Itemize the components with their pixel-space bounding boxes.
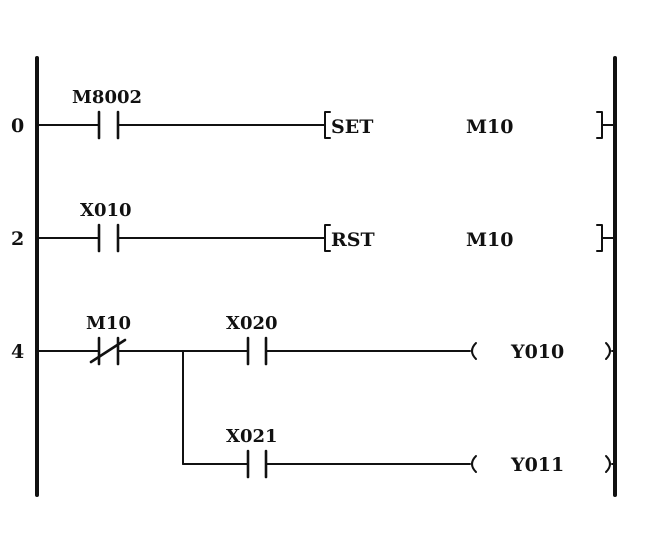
step-number: 2 bbox=[11, 228, 24, 250]
rung-2: 2 X010 RST M10 bbox=[11, 200, 616, 253]
coil-close-bracket bbox=[605, 342, 611, 360]
instruction-open-bracket bbox=[324, 111, 331, 139]
rung-0: 0 M8002 SET M10 bbox=[11, 87, 616, 140]
contact-label: X021 bbox=[226, 426, 278, 447]
step-number: 0 bbox=[11, 115, 24, 137]
instruction-opcode: SET bbox=[331, 116, 373, 138]
normally-open-contact-icon bbox=[246, 449, 268, 479]
normally-open-contact-icon bbox=[246, 336, 268, 366]
normally-open-contact-icon bbox=[97, 223, 120, 253]
normally-open-contact-icon bbox=[97, 110, 120, 140]
contact-label: M10 bbox=[86, 313, 131, 334]
contact-label: M8002 bbox=[72, 87, 142, 108]
rung-4: 4 M10 X020 Y010 bbox=[11, 313, 616, 366]
instruction-opcode: RST bbox=[331, 229, 375, 251]
coil-close-bracket bbox=[605, 455, 611, 473]
instruction-operand: M10 bbox=[466, 116, 513, 138]
rung-4-branch: X021 Y011 bbox=[182, 350, 616, 479]
contact-label: X020 bbox=[226, 313, 278, 334]
instruction-operand: M10 bbox=[466, 229, 513, 251]
contact-label: X010 bbox=[80, 200, 132, 221]
coil-label: Y010 bbox=[510, 341, 564, 363]
coil-label: Y011 bbox=[510, 454, 564, 476]
instruction-open-bracket bbox=[324, 224, 331, 252]
coil-open-bracket bbox=[471, 455, 477, 473]
coil-open-bracket bbox=[471, 342, 477, 360]
step-number: 4 bbox=[11, 341, 24, 363]
